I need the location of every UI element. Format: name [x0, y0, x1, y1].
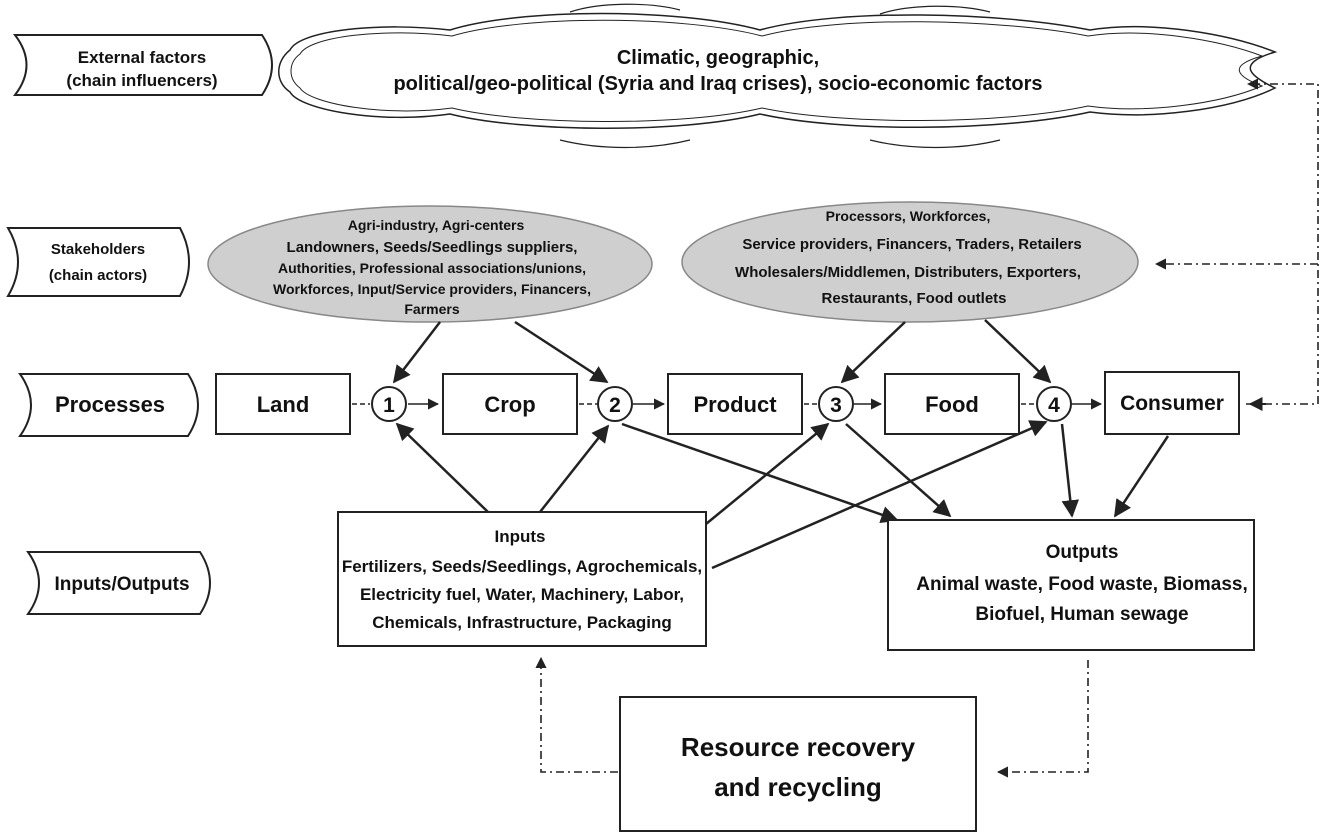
process-crop: Crop: [442, 373, 578, 435]
outputs-line1: Animal waste, Food waste, Biomass,: [916, 574, 1248, 595]
row-label-external-line1: External factors: [78, 48, 207, 67]
row-label-stakeholders: Stakeholders (chain actors): [6, 227, 190, 297]
row-label-stakeholders-line2: (chain actors): [49, 267, 147, 284]
node-4: 4: [1036, 386, 1072, 422]
row-label-processes-text: Processes: [55, 392, 165, 417]
svg-text:4: 4: [1048, 394, 1060, 417]
inputs-box: Inputs Fertilizers, Seeds/Seedlings, Agr…: [337, 511, 707, 647]
process-product: Product: [667, 373, 803, 435]
external-factors-cloud: Climatic, geographic, political/geo-poli…: [278, 3, 1278, 149]
svg-text:Crop: Crop: [484, 392, 535, 417]
node-3: 3: [818, 386, 854, 422]
stakeholders-left-ellipse: Agri-industry, Agri-centers Landowners, …: [207, 205, 653, 323]
stakeholder-arrows: [392, 319, 1052, 384]
external-factors-line1: Climatic, geographic,: [617, 47, 819, 69]
node-1: 1: [371, 386, 407, 422]
stakeholders-left-line5: Farmers: [404, 301, 459, 317]
outputs-box: Outputs Animal waste, Food waste, Biomas…: [887, 519, 1255, 651]
inputs-line2: Electricity fuel, Water, Machinery, Labo…: [360, 585, 684, 604]
stakeholders-left-line3: Authorities, Professional associations/u…: [278, 260, 586, 276]
inputs-line3: Chemicals, Infrastructure, Packaging: [372, 613, 672, 632]
feedback-lines: [535, 78, 1319, 778]
process-land: Land: [215, 373, 351, 435]
row-label-processes: Processes: [18, 373, 199, 437]
svg-text:Land: Land: [257, 392, 310, 417]
node-2: 2: [597, 386, 633, 422]
recycling-box: Resource recovery and recycling: [619, 696, 977, 832]
svg-text:Consumer: Consumer: [1120, 392, 1224, 415]
svg-text:Product: Product: [693, 392, 777, 417]
process-consumer: Consumer: [1104, 371, 1240, 435]
outputs-title: Outputs: [1046, 542, 1119, 563]
process-food: Food: [884, 373, 1020, 435]
recycling-line1: Resource recovery: [681, 732, 916, 762]
stakeholders-right-ellipse: Processors, Workforces, Service provider…: [681, 201, 1139, 323]
external-factors-line2: political/geo-political (Syria and Iraq …: [393, 73, 1042, 95]
output-arrows: [621, 422, 1170, 524]
row-label-io: Inputs/Outputs: [26, 551, 211, 615]
svg-text:3: 3: [830, 394, 842, 417]
stakeholders-right-line1: Processors, Workforces,: [826, 208, 991, 224]
outputs-line2: Biofuel, Human sewage: [975, 604, 1188, 625]
recycling-line2: and recycling: [714, 772, 882, 802]
svg-text:1: 1: [383, 394, 395, 417]
inputs-line1: Fertilizers, Seeds/Seedlings, Agrochemic…: [342, 557, 702, 576]
svg-text:2: 2: [609, 394, 621, 417]
stakeholders-left-line1: Agri-industry, Agri-centers: [348, 217, 525, 233]
stakeholders-right-line2: Service providers, Financers, Traders, R…: [742, 236, 1081, 253]
stakeholders-left-line2: Landowners, Seeds/Seedlings suppliers,: [287, 239, 578, 256]
stakeholders-right-line3: Wholesalers/Middlemen, Distributers, Exp…: [735, 264, 1081, 281]
row-label-io-text: Inputs/Outputs: [54, 574, 189, 595]
stakeholders-right-line4: Restaurants, Food outlets: [821, 290, 1006, 307]
row-label-stakeholders-line1: Stakeholders: [51, 241, 145, 258]
inputs-title: Inputs: [495, 527, 546, 546]
stakeholders-left-line4: Workforces, Input/Service providers, Fin…: [273, 281, 591, 297]
row-label-external-line2: (chain influencers): [66, 71, 217, 90]
svg-text:Food: Food: [925, 392, 979, 417]
row-label-external: External factors (chain influencers): [12, 34, 273, 96]
